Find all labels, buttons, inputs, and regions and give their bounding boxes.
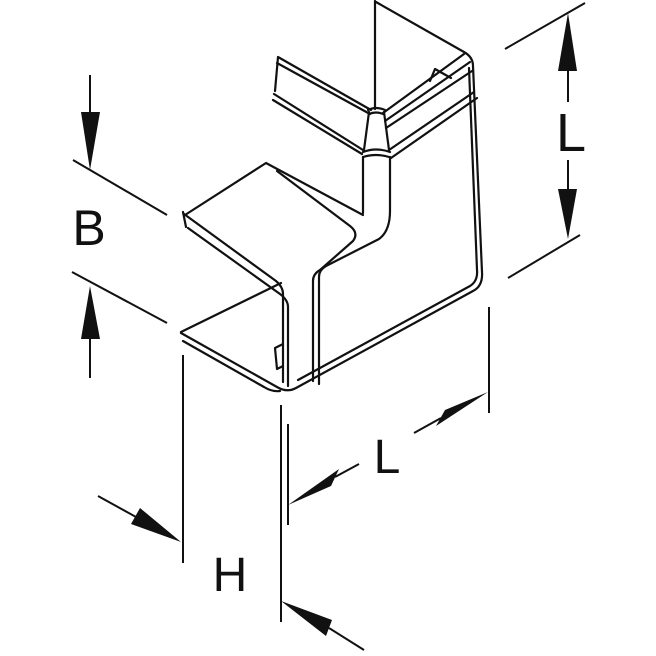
l2-shaft-left	[334, 463, 360, 478]
right-end-inner-edge	[296, 66, 479, 382]
rim-line-2	[383, 60, 472, 123]
outer-silhouette	[179, 0, 484, 392]
inner-corner-band-inner	[275, 169, 357, 383]
left-rim-inner	[186, 226, 290, 388]
h-arrow-left-icon	[281, 601, 332, 636]
b-arrow-up-icon	[81, 286, 100, 339]
dimension-l-bottom: L	[287, 307, 490, 525]
left-underside-edge	[179, 281, 283, 334]
rim-tab-detail	[428, 67, 453, 83]
l2-arrow-down-left-icon	[288, 469, 339, 505]
h-arrow-right-shaft	[328, 627, 365, 651]
backplate-band-2	[271, 98, 364, 156]
left-rim-outer	[182, 212, 285, 384]
post-collar-2	[361, 153, 391, 159]
dimension-label-h: H	[213, 549, 248, 602]
dimension-l-vertical: L	[504, 2, 586, 279]
l2-arrow-up-right-icon	[436, 392, 488, 426]
bottom-left-inner-edge	[181, 339, 282, 393]
shoulder-line-1	[387, 90, 476, 152]
dimension-label-l-bottom: L	[374, 431, 401, 484]
ridge-inner	[275, 61, 372, 116]
post-taper-right	[382, 110, 391, 152]
l2-shaft-right	[413, 417, 442, 434]
corner-piece-outline	[179, 0, 484, 393]
post-collar-1	[361, 148, 392, 154]
l1-extension-tick-bottom	[507, 234, 581, 279]
b-extension-line-2	[71, 271, 168, 324]
post-taper-left	[362, 110, 371, 152]
ridge-outer	[273, 55, 373, 112]
shoulder-line-2	[389, 96, 479, 160]
b-arrow-down-icon	[81, 112, 100, 170]
backplate-band-1	[272, 92, 365, 152]
dimension-label-b: B	[72, 200, 105, 256]
l1-arrow-down-icon	[558, 189, 577, 239]
cover-top-edge	[183, 161, 365, 217]
rim-line-1	[381, 52, 466, 115]
opening-end-edge	[181, 210, 188, 229]
post-top-cap-2	[367, 111, 385, 116]
dimension-label-l-vertical: L	[556, 103, 586, 163]
h-arrow-right-icon	[131, 508, 181, 542]
dimension-h: H	[97, 355, 365, 651]
l1-extension-tick-top	[504, 2, 586, 50]
rim-line-3	[384, 69, 474, 130]
l1-arrow-up-icon	[558, 13, 577, 71]
h-arrow-left-shaft	[97, 495, 137, 518]
dimension-b: B	[71, 75, 168, 378]
clip-latch-detail	[273, 342, 285, 371]
b-extension-line-1	[72, 159, 168, 216]
